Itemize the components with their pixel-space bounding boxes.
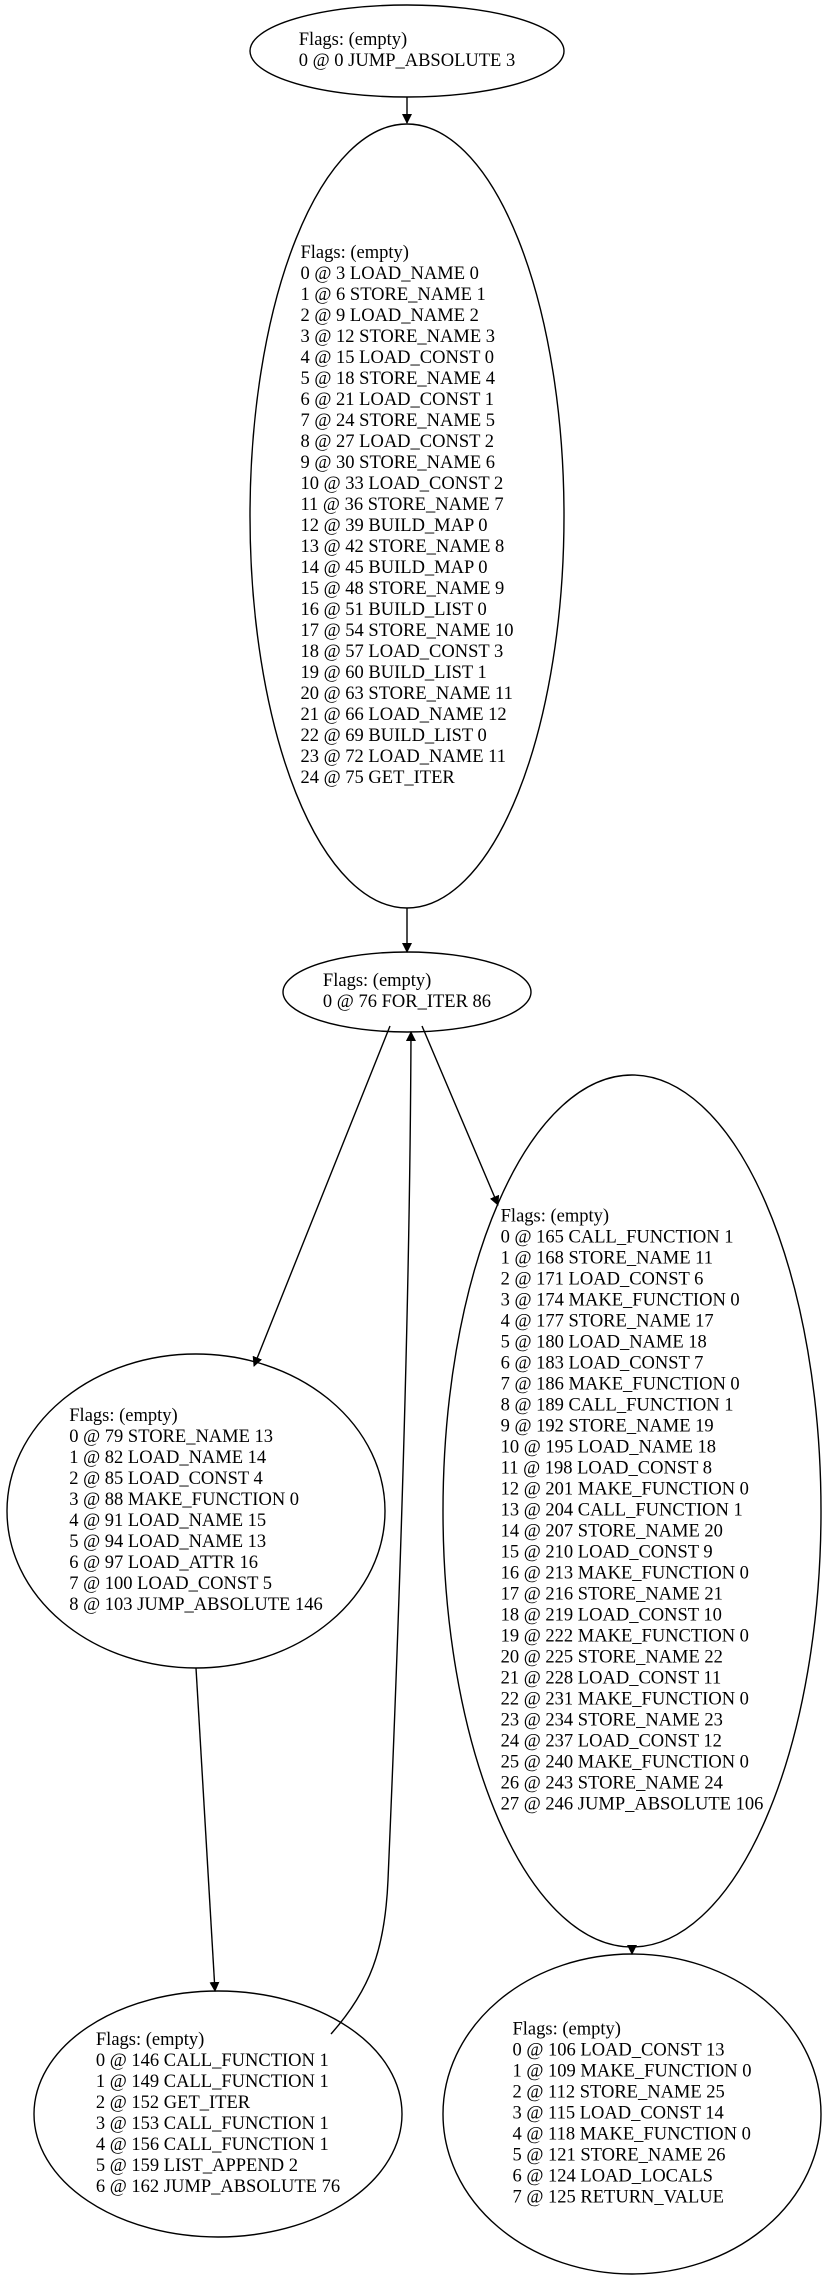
instruction-line: 17 @ 54 STORE_NAME 10: [300, 621, 514, 641]
instruction-line: 26 @ 243 STORE_NAME 24: [500, 1773, 723, 1794]
instruction-line: 11 @ 36 STORE_NAME 7: [300, 495, 504, 515]
node-flags-line: Flags: (empty): [298, 30, 408, 50]
instruction-line: 18 @ 57 LOAD_CONST 3: [300, 642, 504, 662]
instruction-line: 4 @ 118 MAKE_FUNCTION 0: [512, 2124, 751, 2145]
instruction-line: 27 @ 246 JUMP_ABSOLUTE 106: [500, 1794, 764, 1815]
instruction-line: 16 @ 51 BUILD_LIST 0: [300, 600, 487, 620]
instruction-line: 3 @ 115 LOAD_CONST 14: [512, 2103, 724, 2124]
instruction-line: 13 @ 204 CALL_FUNCTION 1: [500, 1500, 743, 1521]
instruction-line: 12 @ 201 MAKE_FUNCTION 0: [500, 1479, 749, 1500]
instruction-line: 2 @ 171 LOAD_CONST 6: [500, 1269, 704, 1290]
instruction-line: 7 @ 125 RETURN_VALUE: [512, 2187, 724, 2208]
instruction-line: 0 @ 146 CALL_FUNCTION 1: [95, 2051, 329, 2071]
node-flags-line: Flags: (empty): [500, 1206, 610, 1227]
instruction-line: 9 @ 30 STORE_NAME 6: [300, 453, 496, 473]
edge-n79-n146: [195, 1667, 220, 1992]
instruction-line: 0 @ 3 LOAD_NAME 0: [300, 264, 479, 284]
instruction-line: 20 @ 63 STORE_NAME 11: [300, 684, 513, 704]
instruction-line: 6 @ 183 LOAD_CONST 7: [500, 1353, 704, 1374]
instruction-line: 22 @ 231 MAKE_FUNCTION 0: [500, 1689, 749, 1710]
instruction-line: 1 @ 168 STORE_NAME 11: [500, 1248, 713, 1269]
instruction-line: 3 @ 12 STORE_NAME 3: [300, 327, 496, 347]
instruction-line: 0 @ 106 LOAD_CONST 13: [512, 2040, 725, 2061]
instruction-line: 5 @ 18 STORE_NAME 4: [300, 369, 496, 389]
node-n76-label: Flags: (empty)0 @ 76 FOR_ITER 86: [323, 971, 491, 1013]
instruction-line: 19 @ 60 BUILD_LIST 1: [300, 663, 487, 683]
instruction-line: 7 @ 24 STORE_NAME 5: [300, 411, 496, 431]
edge-n76-n165: [421, 1025, 500, 1206]
instruction-line: 24 @ 75 GET_ITER: [300, 768, 455, 788]
instruction-line: 5 @ 159 LIST_APPEND 2: [95, 2156, 298, 2176]
instruction-line: 1 @ 149 CALL_FUNCTION 1: [95, 2072, 329, 2092]
instruction-line: 0 @ 76 FOR_ITER 86: [322, 992, 492, 1012]
instruction-line: 22 @ 69 BUILD_LIST 0: [300, 726, 487, 746]
instruction-line: 24 @ 237 LOAD_CONST 12: [500, 1731, 722, 1752]
instruction-line: 5 @ 121 STORE_NAME 26: [512, 2145, 726, 2166]
instruction-line: 2 @ 112 STORE_NAME 25: [512, 2082, 725, 2103]
instruction-line: 18 @ 219 LOAD_CONST 10: [500, 1605, 722, 1626]
instruction-line: 19 @ 222 MAKE_FUNCTION 0: [500, 1626, 749, 1647]
instruction-line: 23 @ 72 LOAD_NAME 11: [300, 747, 506, 767]
instruction-line: 4 @ 91 LOAD_NAME 15: [69, 1511, 267, 1531]
node-n0-label: Flags: (empty)0 @ 0 JUMP_ABSOLUTE 3: [299, 30, 515, 72]
instruction-line: 6 @ 162 JUMP_ABSOLUTE 76: [95, 2177, 341, 2197]
node-flags-line: Flags: (empty): [95, 2030, 205, 2050]
instruction-line: 3 @ 153 CALL_FUNCTION 1: [95, 2114, 329, 2134]
instruction-line: 6 @ 124 LOAD_LOCALS: [512, 2166, 713, 2187]
instruction-line: 2 @ 152 GET_ITER: [95, 2093, 251, 2113]
instruction-line: 8 @ 27 LOAD_CONST 2: [300, 432, 494, 452]
instruction-line: 10 @ 33 LOAD_CONST 2: [300, 474, 504, 494]
instruction-line: 14 @ 45 BUILD_MAP 0: [300, 558, 488, 578]
instruction-line: 15 @ 210 LOAD_CONST 9: [500, 1542, 713, 1563]
instruction-line: 21 @ 228 LOAD_CONST 11: [500, 1668, 722, 1689]
instruction-line: 5 @ 94 LOAD_NAME 13: [69, 1532, 267, 1552]
node-flags-line: Flags: (empty): [322, 971, 432, 991]
instruction-line: 3 @ 88 MAKE_FUNCTION 0: [69, 1490, 300, 1510]
instruction-line: 16 @ 213 MAKE_FUNCTION 0: [500, 1563, 749, 1584]
instruction-line: 4 @ 177 STORE_NAME 17: [500, 1311, 714, 1332]
node-flags-line: Flags: (empty): [512, 2019, 621, 2040]
instruction-line: 14 @ 207 STORE_NAME 20: [500, 1521, 723, 1542]
instruction-line: 21 @ 66 LOAD_NAME 12: [300, 705, 507, 725]
instruction-line: 20 @ 225 STORE_NAME 22: [500, 1647, 723, 1668]
instruction-line: 12 @ 39 BUILD_MAP 0: [300, 516, 488, 536]
edge-n76-n79: [252, 1025, 391, 1367]
instruction-line: 1 @ 109 MAKE_FUNCTION 0: [512, 2061, 752, 2082]
instruction-line: 3 @ 174 MAKE_FUNCTION 0: [500, 1290, 740, 1311]
instruction-line: 6 @ 21 LOAD_CONST 1: [300, 390, 494, 410]
instruction-line: 9 @ 192 STORE_NAME 19: [500, 1416, 714, 1437]
instruction-line: 6 @ 97 LOAD_ATTR 16: [69, 1553, 258, 1573]
instruction-line: 17 @ 216 STORE_NAME 21: [500, 1584, 723, 1605]
instruction-line: 7 @ 100 LOAD_CONST 5: [69, 1574, 273, 1594]
instruction-line: 2 @ 85 LOAD_CONST 4: [69, 1469, 263, 1489]
instruction-line: 1 @ 6 STORE_NAME 1: [300, 285, 486, 305]
instruction-line: 5 @ 180 LOAD_NAME 18: [500, 1332, 707, 1353]
instruction-line: 1 @ 82 LOAD_NAME 14: [69, 1448, 267, 1468]
instruction-line: 4 @ 156 CALL_FUNCTION 1: [95, 2135, 329, 2155]
edge-n146-n76: [330, 1031, 416, 2035]
instruction-line: 15 @ 48 STORE_NAME 9: [300, 579, 505, 599]
instruction-line: 0 @ 0 JUMP_ABSOLUTE 3: [298, 51, 516, 71]
instruction-line: 25 @ 240 MAKE_FUNCTION 0: [500, 1752, 749, 1773]
edges: [195, 97, 637, 2035]
instruction-line: 4 @ 15 LOAD_CONST 0: [300, 348, 494, 368]
instruction-line: 11 @ 198 LOAD_CONST 8: [500, 1458, 712, 1479]
instruction-line: 8 @ 103 JUMP_ABSOLUTE 146: [69, 1595, 323, 1615]
instruction-line: 0 @ 165 CALL_FUNCTION 1: [500, 1227, 734, 1248]
node-flags-line: Flags: (empty): [69, 1406, 178, 1426]
instruction-line: 23 @ 234 STORE_NAME 23: [500, 1710, 723, 1731]
instruction-line: 8 @ 189 CALL_FUNCTION 1: [500, 1395, 734, 1416]
instruction-line: 13 @ 42 STORE_NAME 8: [300, 537, 505, 557]
node-flags-line: Flags: (empty): [300, 243, 409, 263]
instruction-line: 7 @ 186 MAKE_FUNCTION 0: [500, 1374, 740, 1395]
instruction-line: 2 @ 9 LOAD_NAME 2: [300, 306, 479, 326]
instruction-line: 10 @ 195 LOAD_NAME 18: [500, 1437, 717, 1458]
instruction-line: 0 @ 79 STORE_NAME 13: [69, 1427, 274, 1447]
